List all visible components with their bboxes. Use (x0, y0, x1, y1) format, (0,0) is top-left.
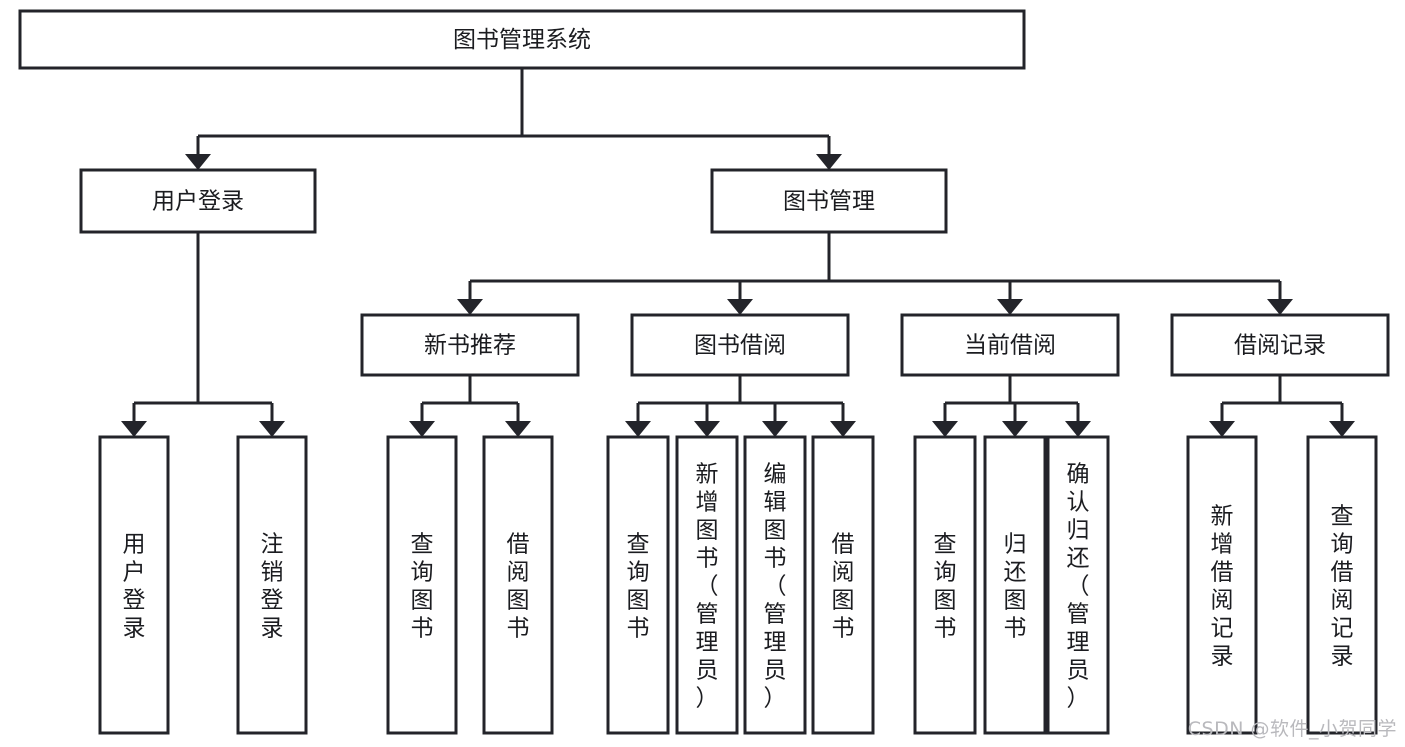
node-box[interactable] (811, 435, 875, 735)
node-label: 当前借阅 (964, 333, 1056, 359)
node-label: 查询图书 (411, 531, 434, 641)
node-label: 借阅图书 (507, 531, 530, 641)
edge-arrow-icon (727, 299, 753, 315)
edge-group-book-borrow (625, 375, 856, 437)
edge-arrow-icon (1329, 421, 1355, 437)
node-box[interactable] (98, 435, 170, 735)
edge-group-root (185, 68, 842, 170)
node-label: 借阅图书 (832, 531, 855, 641)
node-label: 查询借阅记录 (1331, 503, 1354, 669)
edge-arrow-icon (505, 421, 531, 437)
node-box[interactable] (983, 435, 1047, 735)
node-box[interactable] (18, 9, 1026, 70)
edge-group-user-login (121, 232, 285, 437)
node-leaf-add-book[interactable]: 新增图书（管理员） (675, 435, 739, 735)
node-label: 用户登录 (152, 189, 244, 215)
edge-arrow-icon (457, 299, 483, 315)
node-leaf-borrow-query-book[interactable]: 查询图书 (606, 435, 670, 735)
watermark-text: CSDN @软件_小贺同学 (1187, 718, 1397, 740)
node-label: 编辑图书（管理员） (764, 461, 787, 711)
node-box[interactable] (79, 168, 317, 234)
edge-arrow-icon (259, 421, 285, 437)
node-box[interactable] (606, 435, 670, 735)
edge-group-borrow-record (1209, 375, 1355, 437)
node-label: 新增借阅记录 (1211, 503, 1234, 669)
edge-arrow-icon (830, 421, 856, 437)
node-book-borrow[interactable]: 图书借阅 (630, 313, 850, 377)
node-current-borrow[interactable]: 当前借阅 (900, 313, 1120, 377)
node-borrow-record[interactable]: 借阅记录 (1170, 313, 1390, 377)
node-box[interactable] (630, 313, 850, 377)
node-book-manage[interactable]: 图书管理 (710, 168, 948, 234)
node-label: 图书管理系统 (453, 27, 591, 53)
node-leaf-edit-book[interactable]: 编辑图书（管理员） (743, 435, 807, 735)
edge-arrow-icon (625, 421, 651, 437)
node-label: 注销登录 (261, 531, 284, 641)
node-box[interactable] (1306, 435, 1378, 735)
node-box[interactable] (743, 435, 807, 735)
node-box[interactable] (710, 168, 948, 234)
edge-arrow-icon (762, 421, 788, 437)
edge-arrow-icon (1002, 421, 1028, 437)
edge-arrow-icon (121, 421, 147, 437)
node-user-login[interactable]: 用户登录 (79, 168, 317, 234)
edge-arrow-icon (1267, 299, 1293, 315)
edge-group-book-manage (457, 232, 1293, 315)
nodes-layer: 图书管理系统用户登录图书管理新书推荐图书借阅当前借阅借阅记录用户登录注销登录查询… (18, 9, 1390, 735)
node-label: 归还图书 (1004, 531, 1027, 641)
node-label: 确认归还（管理员） (1067, 461, 1090, 711)
node-box[interactable] (1046, 435, 1110, 735)
node-label: 查询图书 (934, 531, 957, 641)
edge-group-current-borrow (932, 375, 1091, 437)
node-label: 借阅记录 (1234, 333, 1326, 359)
node-leaf-cur-query-book[interactable]: 查询图书 (913, 435, 977, 735)
node-box[interactable] (1186, 435, 1258, 735)
edge-arrow-icon (1065, 421, 1091, 437)
node-label: 用户登录 (123, 531, 146, 641)
node-box[interactable] (913, 435, 977, 735)
edge-arrow-icon (694, 421, 720, 437)
node-leaf-return-book[interactable]: 归还图书 (983, 435, 1047, 735)
node-box[interactable] (482, 435, 554, 735)
node-label: 图书管理 (783, 189, 875, 215)
node-box[interactable] (1170, 313, 1390, 377)
node-leaf-user-login[interactable]: 用户登录 (98, 435, 170, 735)
node-root[interactable]: 图书管理系统 (18, 9, 1026, 70)
edge-arrow-icon (816, 154, 842, 170)
node-label: 新书推荐 (424, 333, 516, 359)
node-leaf-logout[interactable]: 注销登录 (236, 435, 308, 735)
edge-arrow-icon (1209, 421, 1235, 437)
node-label: 新增图书（管理员） (696, 461, 719, 711)
edge-arrow-icon (997, 299, 1023, 315)
node-box[interactable] (675, 435, 739, 735)
node-box[interactable] (900, 313, 1120, 377)
node-leaf-confirm-return[interactable]: 确认归还（管理员） (1046, 435, 1110, 735)
edge-group-new-book-rec (409, 375, 531, 437)
node-box[interactable] (236, 435, 308, 735)
node-new-book-rec[interactable]: 新书推荐 (360, 313, 580, 377)
node-label: 查询图书 (627, 531, 650, 641)
edge-arrow-icon (932, 421, 958, 437)
node-leaf-rec-query-book[interactable]: 查询图书 (386, 435, 458, 735)
edge-arrow-icon (185, 154, 211, 170)
node-box[interactable] (360, 313, 580, 377)
node-leaf-rec-borrow-book[interactable]: 借阅图书 (482, 435, 554, 735)
node-box[interactable] (386, 435, 458, 735)
edges-layer (121, 68, 1355, 437)
node-leaf-add-record[interactable]: 新增借阅记录 (1186, 435, 1258, 735)
edge-arrow-icon (409, 421, 435, 437)
node-label: 图书借阅 (694, 333, 786, 359)
node-leaf-query-record[interactable]: 查询借阅记录 (1306, 435, 1378, 735)
node-leaf-borrow-book[interactable]: 借阅图书 (811, 435, 875, 735)
